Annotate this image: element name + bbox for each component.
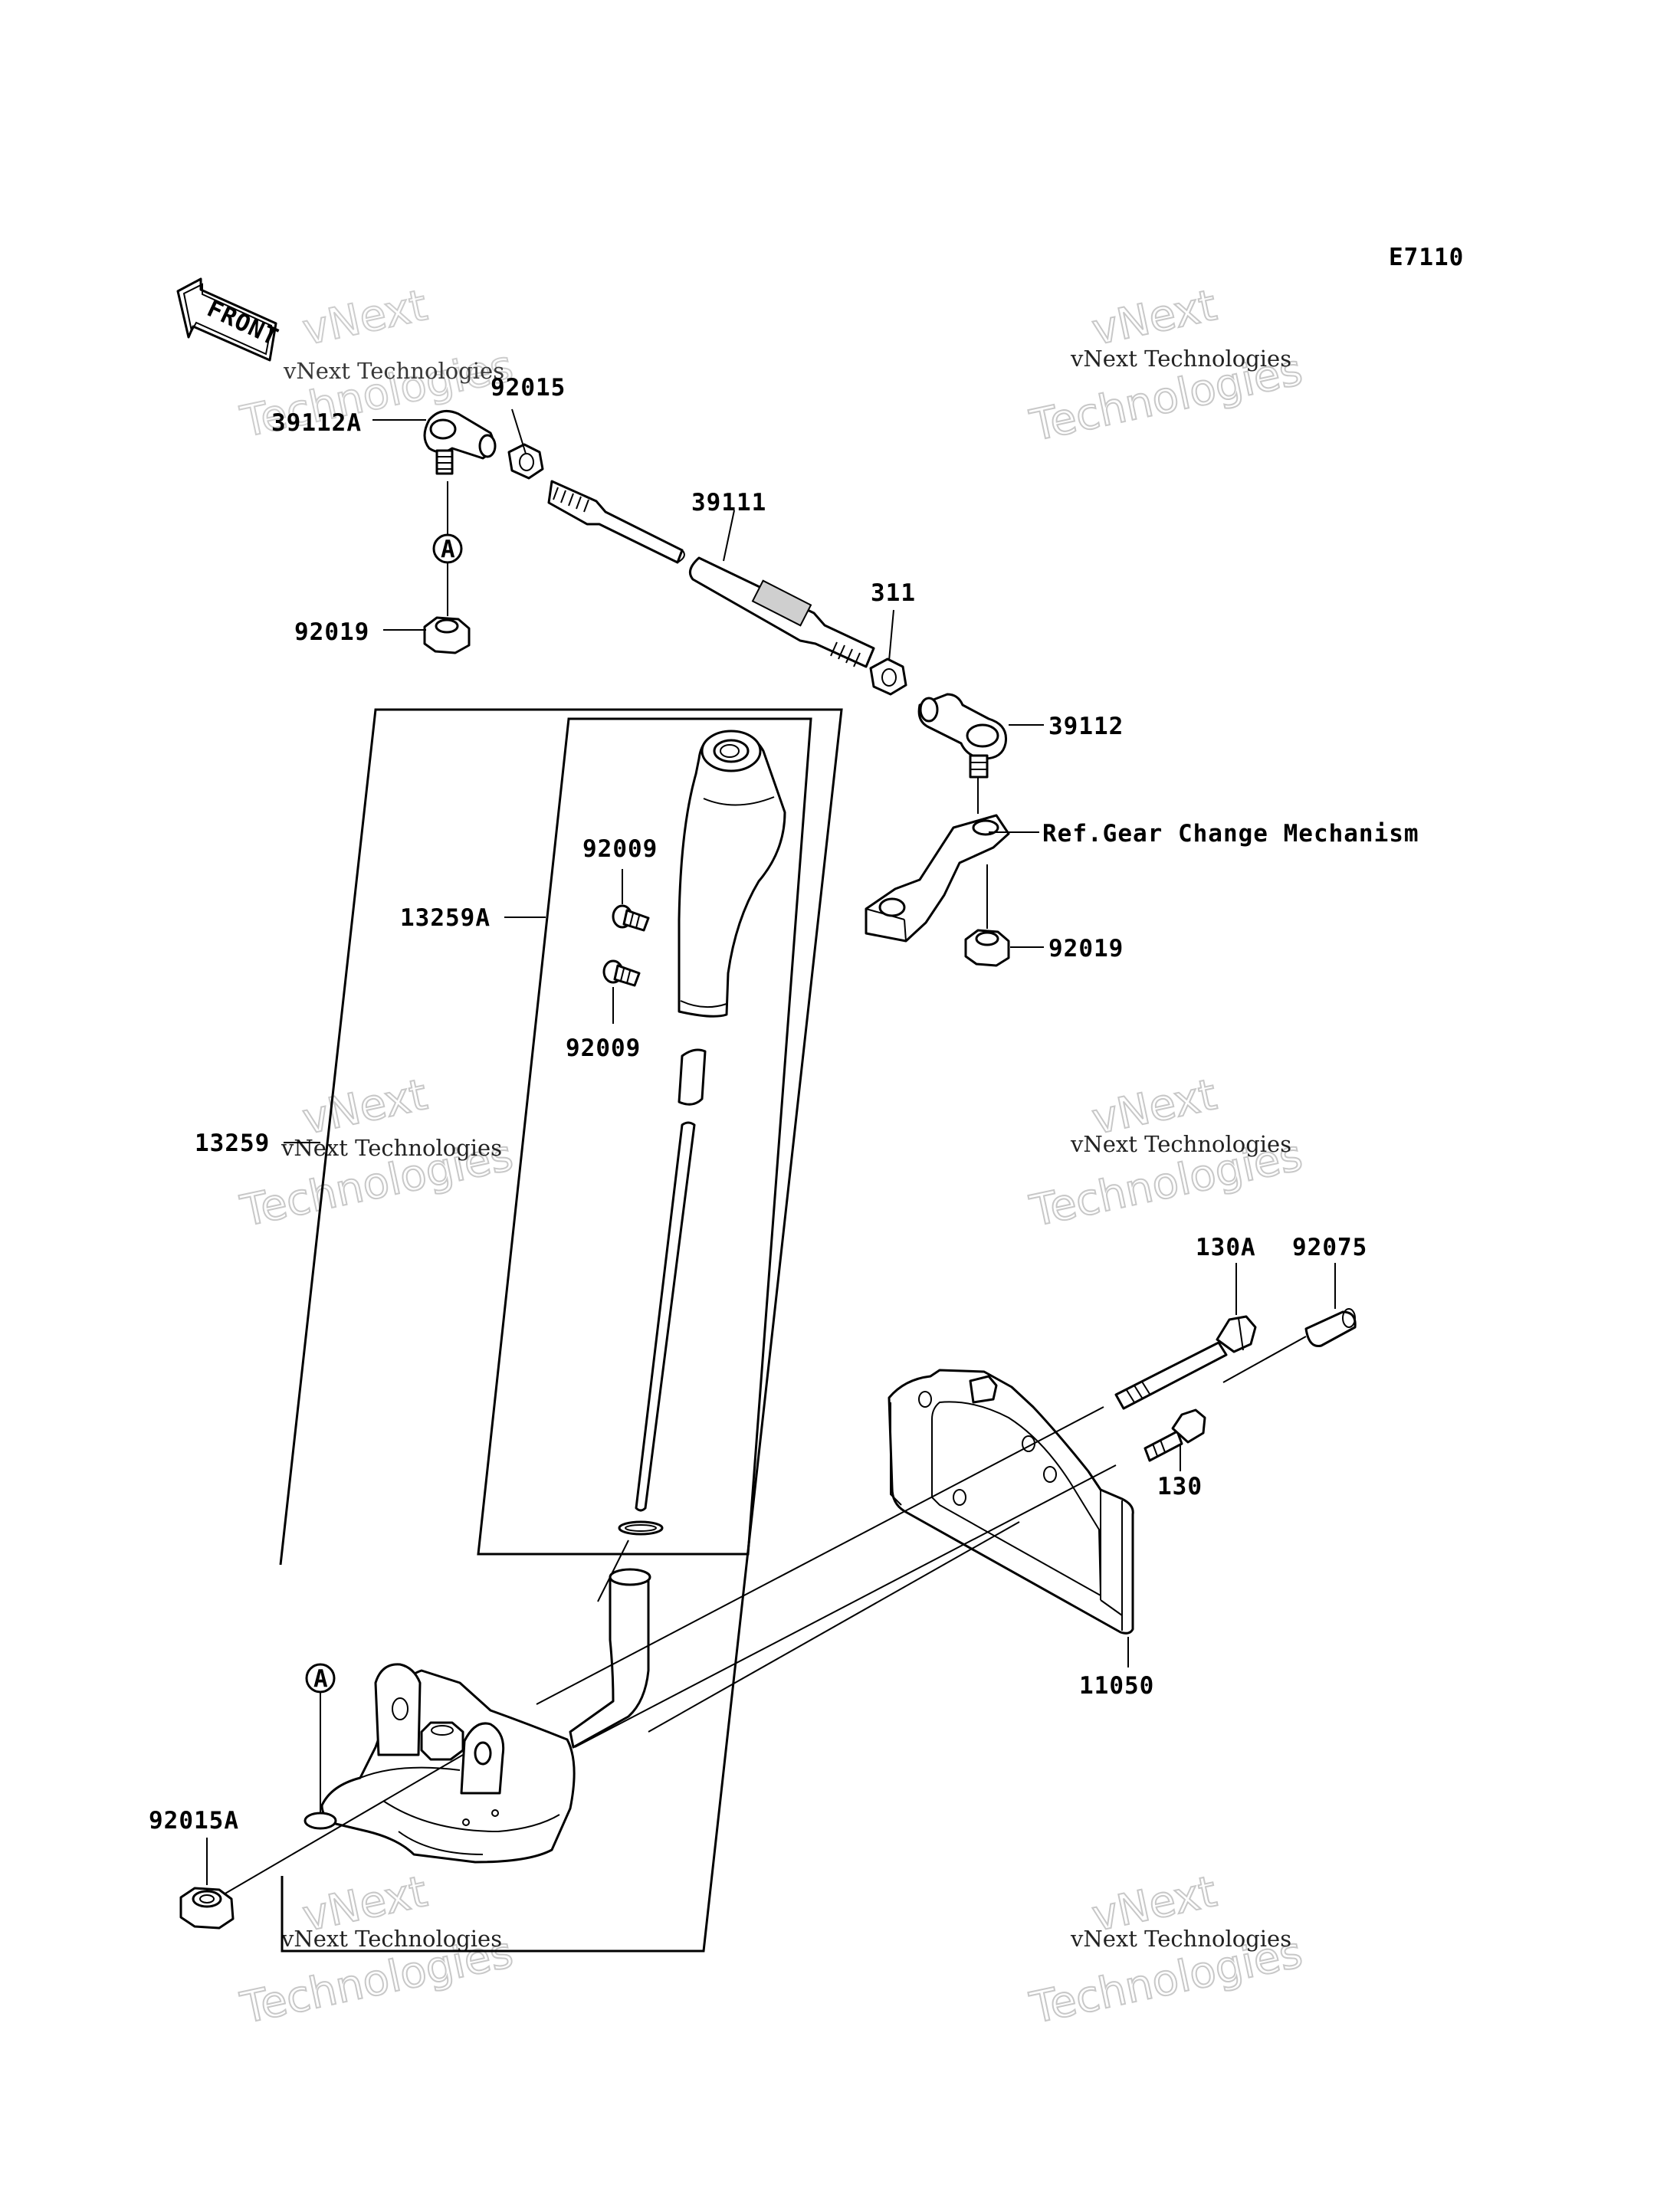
callout-13259: 13259 [195, 1130, 270, 1157]
callout-311: 311 [871, 579, 916, 607]
callout-92009-bottom: 92009 [566, 1035, 641, 1062]
callout-ref-gear: Ref.Gear Change Mechanism [1042, 820, 1419, 848]
svg-text:vNext: vNext [298, 280, 431, 356]
nut-92019-right [964, 929, 1010, 967]
leader-lines [206, 408, 1336, 1895]
svg-text:A: A [441, 536, 456, 563]
callout-39111: 39111 [691, 489, 766, 516]
diagram-code: E7110 [1389, 244, 1464, 271]
svg-text:A: A [313, 1665, 329, 1693]
lever-sleeve [678, 1048, 707, 1106]
callout-39112: 39112 [1048, 713, 1124, 740]
svg-text:vNext: vNext [1088, 280, 1221, 356]
marker-a-top: A [432, 533, 463, 564]
callout-11050: 11050 [1079, 1672, 1154, 1700]
watermark-top-right: vNext Technologies vNext Technologies [1025, 280, 1307, 452]
tie-rod-end-left [423, 409, 497, 475]
callout-130: 130 [1157, 1473, 1203, 1500]
tie-rod-end-right [917, 693, 1008, 779]
watermark-mid-right: vNext Technologies vNext Technologies [1025, 1069, 1307, 1238]
nut-311 [869, 657, 907, 696]
watermark-mid-left: vNext Technologies vNext Technologies [235, 1069, 517, 1238]
svg-text:vNext: vNext [298, 1070, 431, 1145]
front-arrow-icon: FRONT [176, 277, 283, 362]
callout-92015: 92015 [491, 374, 566, 402]
bracket-plate-11050 [888, 1369, 1134, 1635]
callout-92009-top: 92009 [582, 835, 658, 863]
screw-92009-top [612, 904, 650, 932]
assembly-box-13259 [279, 708, 843, 1953]
callout-13259A: 13259A [400, 904, 491, 932]
callout-92019-right: 92019 [1048, 935, 1124, 962]
callout-130A: 130A [1196, 1234, 1256, 1261]
svg-text:vNext Technologies: vNext Technologies [1070, 346, 1291, 372]
callout-labels: 39112A 92015 92019 39111 311 39112 Ref.G… [149, 374, 1419, 1835]
screw-92009-bottom [602, 959, 641, 987]
collar-92075 [1304, 1308, 1357, 1348]
gear-change-arm [865, 814, 1010, 943]
bolt-130 [1144, 1408, 1206, 1462]
callout-92015A: 92015A [149, 1807, 239, 1835]
tie-rod-39111 [547, 480, 875, 668]
nut-92019-top [423, 616, 471, 654]
nut-92015A [179, 1887, 235, 1930]
marker-a-bottom: A [305, 1663, 336, 1694]
watermark-bottom-right: vNext Technologies vNext Technologies [1025, 1866, 1307, 2035]
callout-39112A: 39112A [271, 409, 362, 437]
svg-text:vNext Technologies: vNext Technologies [283, 358, 504, 384]
lever-housing [304, 1568, 651, 1864]
lever-rod [635, 1121, 696, 1512]
o-ring [618, 1520, 664, 1536]
nut-92015 [507, 443, 544, 480]
svg-text:vNext Technologies: vNext Technologies [281, 1926, 502, 1952]
svg-text:vNext Technologies: vNext Technologies [281, 1135, 502, 1161]
callout-92075: 92075 [1292, 1234, 1367, 1261]
svg-text:vNext Technologies: vNext Technologies [1070, 1131, 1291, 1157]
svg-text:vNext Technologies: vNext Technologies [1070, 1926, 1291, 1952]
shift-knob [678, 730, 786, 1018]
callout-92019-top: 92019 [294, 618, 369, 646]
bolt-130A [1114, 1315, 1257, 1410]
